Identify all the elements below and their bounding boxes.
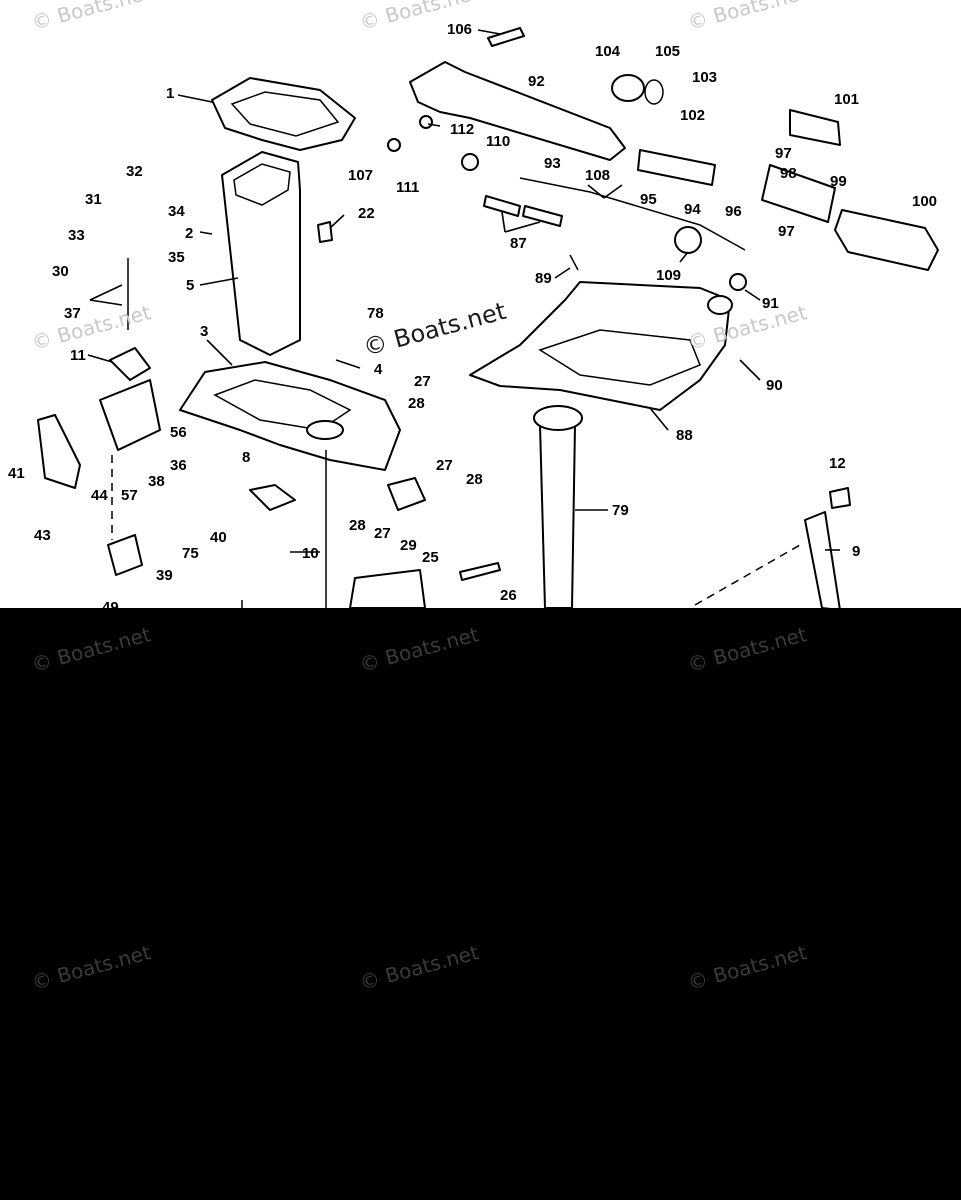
part-100-grip-cover [834, 209, 939, 271]
callout-2: 2 [185, 225, 193, 242]
callout-36: 36 [170, 457, 187, 474]
callout-91: 91 [762, 295, 779, 312]
part-41-lever [37, 414, 81, 489]
callout-97b: 97 [778, 223, 795, 240]
callout-22: 22 [358, 205, 375, 222]
callout-102: 102 [680, 107, 705, 124]
callout-57: 57 [121, 487, 138, 504]
callout-39: 39 [156, 567, 173, 584]
part-79-steering-tube [539, 424, 576, 608]
callout-labels: 106 104 105 103 101 92 1 112 102 110 107… [8, 21, 937, 616]
callout-26: 26 [500, 587, 517, 604]
callout-105: 105 [655, 43, 680, 60]
part-94-throttle-shaft [637, 149, 716, 186]
callout-97: 97 [775, 145, 792, 162]
callout-98: 98 [780, 165, 797, 182]
callout-106: 106 [447, 21, 472, 38]
part-108-cable [519, 177, 746, 251]
callout-34: 34 [168, 203, 185, 220]
part-88-swivel-bracket [469, 281, 731, 411]
callout-9: 9 [852, 543, 860, 560]
callout-4: 4 [374, 361, 383, 378]
part-8-mount [249, 484, 296, 511]
callout-99: 99 [830, 173, 847, 190]
part-104-bushing [611, 74, 645, 102]
part-44-plate [99, 379, 161, 451]
callout-30: 30 [52, 263, 69, 280]
callout-89: 89 [535, 270, 552, 287]
callout-87: 87 [510, 235, 527, 252]
callout-29: 29 [400, 537, 417, 554]
callout-101: 101 [834, 91, 859, 108]
callout-112: 112 [450, 121, 474, 138]
part-1-gasket [211, 77, 356, 151]
callout-100: 100 [912, 193, 937, 210]
part-9-link [804, 511, 841, 608]
callout-95: 95 [640, 191, 657, 208]
part-25-bracket [349, 569, 426, 608]
callout-40: 40 [210, 529, 227, 546]
callout-28c: 28 [349, 517, 366, 534]
callout-108: 108 [585, 167, 610, 184]
callout-27: 27 [414, 373, 431, 390]
callout-28: 28 [408, 395, 425, 412]
callout-109: 109 [656, 267, 681, 284]
callout-32: 32 [126, 163, 143, 180]
part-29-mount [387, 477, 426, 511]
callout-44: 44 [91, 487, 108, 504]
callout-11: 11 [70, 347, 86, 364]
callout-111: 111 [396, 179, 419, 196]
part-109-nut [674, 226, 702, 254]
callout-38: 38 [148, 473, 165, 490]
callout-56: 56 [170, 424, 187, 441]
callout-25: 25 [422, 549, 439, 566]
callout-94: 94 [684, 201, 701, 218]
callout-41: 41 [8, 465, 25, 482]
callout-5: 5 [186, 277, 194, 294]
part-5-exhaust-housing [221, 151, 301, 356]
callout-12: 12 [829, 455, 846, 472]
callout-92: 92 [528, 73, 545, 90]
part-87-sleeve [483, 195, 521, 217]
callout-88: 88 [676, 427, 693, 444]
callout-103: 103 [692, 69, 717, 86]
callout-1: 1 [166, 85, 174, 102]
callout-28b: 28 [466, 471, 483, 488]
part-39-shaft [107, 534, 143, 576]
callout-107: 107 [348, 167, 373, 184]
parts-drawing [37, 27, 939, 608]
callout-75: 75 [182, 545, 199, 562]
callout-27c: 27 [374, 525, 391, 542]
callout-78: 78 [367, 305, 384, 322]
part-101-handle [789, 109, 841, 146]
callout-104: 104 [595, 43, 621, 60]
callout-10: 10 [302, 545, 319, 562]
callout-8: 8 [242, 449, 250, 466]
callout-90: 90 [766, 377, 783, 394]
callout-49: 49 [102, 599, 119, 616]
callout-3: 3 [200, 323, 208, 340]
callout-93: 93 [544, 155, 561, 172]
callout-35: 35 [168, 249, 185, 266]
part-3-adapter-plate [179, 361, 401, 471]
callout-31: 31 [85, 191, 102, 208]
part-99-grip [761, 164, 836, 223]
callout-43: 43 [34, 527, 51, 544]
blackout-area [0, 608, 961, 1200]
callout-96: 96 [725, 203, 742, 220]
part-92-tiller-arm [409, 61, 626, 161]
callout-27b: 27 [436, 457, 453, 474]
leader-lines [87, 29, 840, 553]
callout-37: 37 [64, 305, 81, 322]
callout-79: 79 [612, 502, 629, 519]
part-11-cam [109, 347, 151, 381]
callout-33: 33 [68, 227, 85, 244]
callout-110: 110 [486, 133, 510, 150]
